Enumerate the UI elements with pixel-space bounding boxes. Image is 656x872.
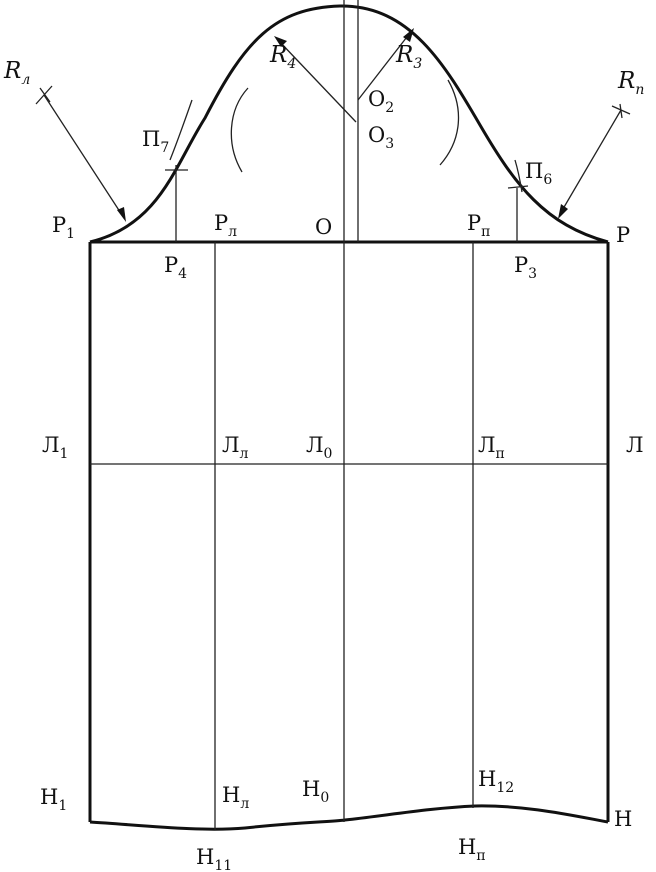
label-h0: Н0 bbox=[302, 777, 329, 806]
label-r-p: Rп bbox=[617, 68, 644, 98]
sleeve-cap-curve bbox=[89, 4, 609, 244]
arrowhead-r3 bbox=[403, 28, 414, 42]
label-hp: Нп bbox=[458, 835, 486, 864]
label-h: Н bbox=[614, 807, 632, 831]
label-lp: Лп bbox=[478, 433, 505, 462]
hem-curve bbox=[89, 804, 609, 831]
rl-cross-2 bbox=[39, 87, 51, 103]
arc-r3 bbox=[439, 79, 460, 166]
label-ll: Лл bbox=[222, 433, 249, 462]
arrow-r-l bbox=[43, 94, 125, 219]
arrowhead-r-l bbox=[117, 207, 126, 222]
arc-p6 bbox=[514, 159, 523, 193]
arc-p7 bbox=[169, 99, 193, 161]
label-h1: Н1 bbox=[40, 785, 67, 814]
label-o: O bbox=[315, 215, 332, 239]
p6-tick bbox=[507, 185, 529, 189]
arrowhead-r4 bbox=[274, 36, 287, 47]
label-r3: R3 bbox=[395, 42, 422, 72]
label-p: Р bbox=[616, 223, 630, 247]
label-h12: Н12 bbox=[478, 767, 514, 796]
arrow-r-p bbox=[559, 109, 622, 215]
label-p4: Р4 bbox=[164, 253, 187, 282]
label-p6: П6 bbox=[525, 159, 552, 188]
label-r4: R4 bbox=[269, 42, 296, 72]
arc-r4 bbox=[230, 87, 249, 173]
label-hl: Нл bbox=[222, 783, 249, 812]
label-l: Л bbox=[626, 433, 644, 457]
label-pp: Рп bbox=[467, 211, 490, 240]
arrowhead-r-p bbox=[558, 204, 568, 219]
label-p1: Р1 bbox=[52, 213, 75, 242]
arrow-r3 bbox=[357, 32, 411, 101]
label-l0: Л0 bbox=[306, 433, 332, 462]
label-o2: O2 bbox=[368, 87, 394, 116]
label-p7: П7 bbox=[142, 127, 169, 156]
label-pl: Рл bbox=[214, 211, 237, 240]
label-h11: Н11 bbox=[196, 845, 232, 872]
label-l1: Л1 bbox=[42, 433, 68, 462]
label-r-l: Rл bbox=[3, 58, 30, 88]
label-p3: Р3 bbox=[514, 253, 537, 282]
arrow-r4 bbox=[277, 39, 357, 123]
label-o3: O3 bbox=[368, 123, 394, 152]
